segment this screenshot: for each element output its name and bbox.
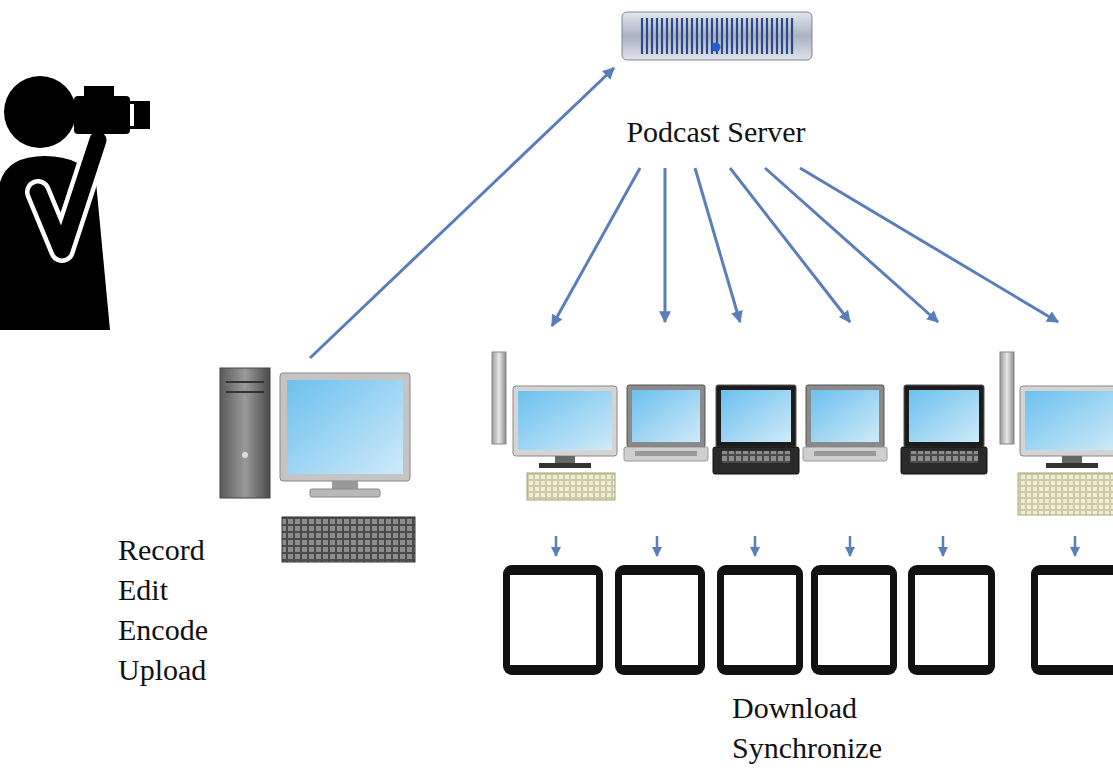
server-stripe — [651, 18, 653, 54]
workstation-node: Record Edit Encode Upload — [115, 358, 420, 690]
server-stripe — [676, 18, 678, 54]
sync-arrow — [942, 536, 945, 556]
tablet — [1031, 565, 1113, 675]
tablet — [717, 565, 803, 675]
upload-arrow — [310, 68, 614, 358]
download-arrow — [552, 168, 640, 326]
server-stripe — [686, 18, 688, 54]
server-stripe — [726, 18, 728, 54]
download-arrow — [765, 168, 938, 322]
server-stripe — [791, 18, 793, 54]
server-stripe — [761, 18, 763, 54]
server-stripe — [766, 18, 768, 54]
sync-arrow — [849, 536, 852, 556]
server-stripe — [776, 18, 778, 54]
server-stripe — [721, 18, 723, 54]
caption-label: Download Synchronize — [732, 688, 882, 768]
sync-arrow — [1074, 536, 1077, 556]
server-stripe — [741, 18, 743, 54]
sync-arrow — [656, 536, 659, 556]
server-stripe — [736, 18, 738, 54]
client-desktop — [492, 352, 617, 500]
download-arrow — [800, 168, 1058, 322]
download-arrows — [552, 168, 1075, 556]
server-stripe — [771, 18, 773, 54]
server-stripe — [746, 18, 748, 54]
server-stripe — [656, 18, 658, 54]
client-laptop — [803, 385, 887, 461]
server-stripe — [751, 18, 753, 54]
server-stripe — [786, 18, 788, 54]
producer-computer — [220, 368, 415, 562]
tablet — [503, 565, 603, 675]
node-text: Podcast Server — [622, 112, 810, 152]
tablet — [811, 565, 897, 675]
server-stripe — [781, 18, 783, 54]
client-laptop — [713, 385, 799, 474]
camera-operator — [0, 76, 150, 330]
client-laptop — [624, 385, 708, 461]
server-stripe — [671, 18, 673, 54]
server-stripe — [701, 18, 703, 54]
node-text: Record Edit Encode Upload — [118, 530, 208, 690]
server-icon — [622, 12, 812, 60]
server-stripe — [691, 18, 693, 54]
client-laptop — [901, 385, 987, 474]
sync-arrow — [754, 536, 757, 556]
server-stripe — [681, 18, 683, 54]
download-arrow — [664, 168, 667, 322]
tablet — [908, 565, 995, 675]
server-stripe — [661, 18, 663, 54]
client-desktop — [1000, 352, 1113, 515]
download-arrow — [695, 168, 740, 322]
server-stripe — [641, 18, 643, 54]
server-stripe — [731, 18, 733, 54]
server-node: Podcast Server — [616, 8, 816, 152]
server-stripe — [696, 18, 698, 54]
server-stripe — [756, 18, 758, 54]
server-stripe — [646, 18, 648, 54]
client-computers — [492, 352, 1113, 515]
server-stripe — [706, 18, 708, 54]
tablets — [503, 565, 1113, 675]
sync-arrow — [555, 536, 558, 556]
server-stripe — [666, 18, 668, 54]
tablet — [615, 565, 705, 675]
